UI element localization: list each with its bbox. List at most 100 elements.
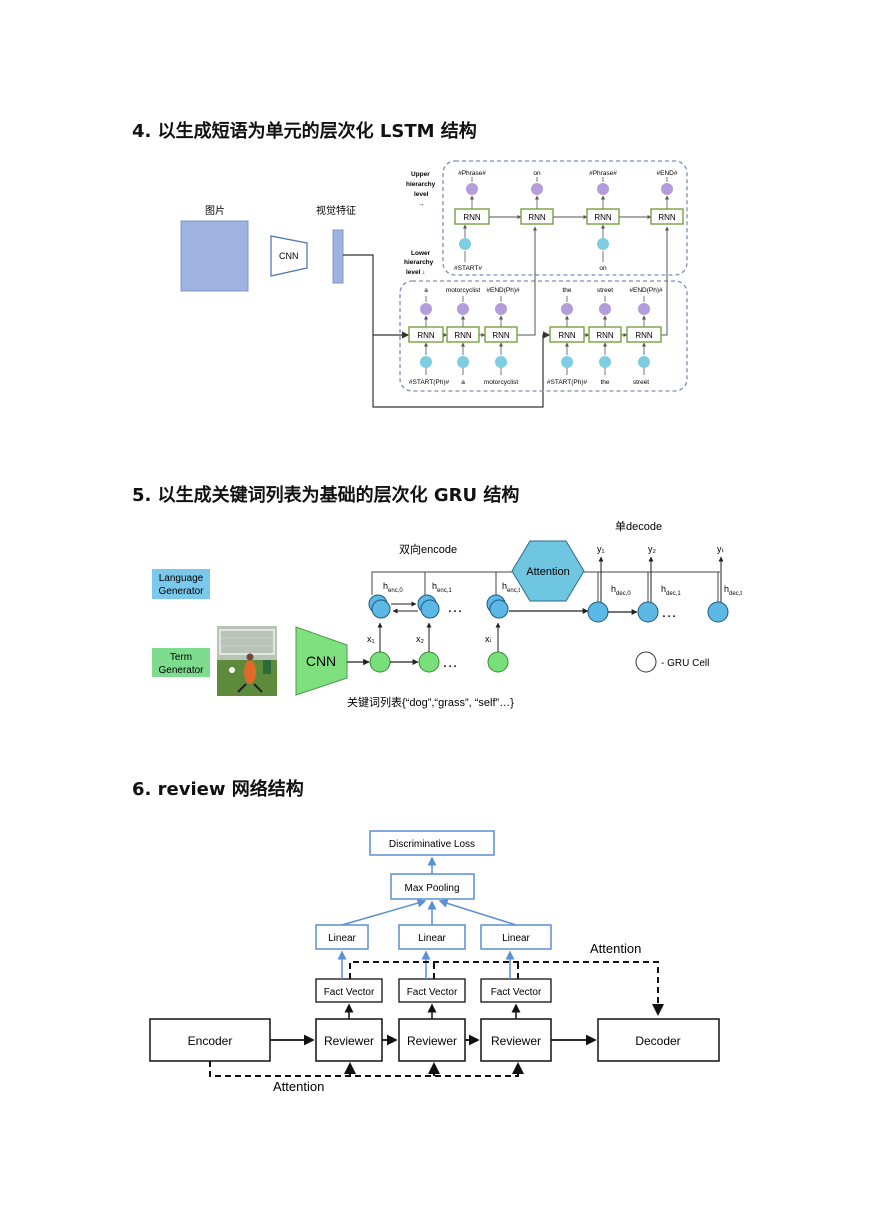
language-generator-line2: Generator xyxy=(158,586,204,597)
lower-label-2: hierarchy xyxy=(404,259,434,266)
section-heading-5: 5. 以生成关键词列表为基础的层次化 GRU 结构 xyxy=(132,485,520,506)
fact-vector-label-2: Fact Vector xyxy=(407,987,458,998)
term-generator-line1: Term xyxy=(170,652,192,663)
lower-rnn-6-label: RNN xyxy=(635,331,653,340)
lower-label-1: Lower xyxy=(411,250,431,257)
reviewer-label-3: Reviewer xyxy=(491,1034,541,1048)
term-generator-line2: Generator xyxy=(158,665,204,676)
upper-label-1: Upper xyxy=(411,171,430,178)
lower-output-4: the xyxy=(562,287,571,294)
lower-output-node-4 xyxy=(561,303,573,315)
x-label-1: x₁ xyxy=(367,634,375,644)
attention-bottom-path xyxy=(209,1061,524,1077)
lower-output-node-1 xyxy=(420,303,432,315)
x-label-3: xᵢ xyxy=(485,634,491,644)
reviewer-label-2: Reviewer xyxy=(407,1034,457,1048)
y-label-t: yₜ xyxy=(717,544,725,554)
input-photo xyxy=(217,626,277,696)
gru-cell-legend-icon xyxy=(635,651,657,673)
image-label: 图片 xyxy=(205,204,225,217)
decoder-cell-0 xyxy=(587,601,609,623)
fact-vector-box-2 xyxy=(398,978,466,1003)
upper-rnn-row: RNN RNN RNN RNN #Phrase# on #Phrase# #EN… xyxy=(454,170,684,272)
encoder-cells xyxy=(368,594,509,619)
y-label-2: y₂ xyxy=(648,544,657,554)
lower-input-4: #START(Ph)# xyxy=(547,379,588,386)
upper-rnn-2-label: RNN xyxy=(528,213,546,222)
lower-input-node-6 xyxy=(638,356,650,368)
lower-rnn-2-label: RNN xyxy=(454,331,472,340)
lower-output-node-3 xyxy=(495,303,507,315)
encoder-top-line xyxy=(371,571,720,595)
lower-rnn-5-label: RNN xyxy=(596,331,614,340)
lower-input-node-4 xyxy=(561,356,573,368)
lower-output-node-2 xyxy=(457,303,469,315)
lower-output-node-6 xyxy=(638,303,650,315)
attention-top-path xyxy=(349,961,664,1016)
linear-box-3 xyxy=(480,924,552,950)
section-heading-6: 6. review 网络结构 xyxy=(132,779,304,800)
fact-vector-box-3 xyxy=(480,978,552,1003)
decoder-box xyxy=(597,1018,720,1062)
term-gru-cell-1 xyxy=(369,651,391,673)
upper-input-1: #START# xyxy=(454,265,482,272)
h-enc-t: henc,t xyxy=(502,581,520,594)
lower-rnn-4-label: RNN xyxy=(558,331,576,340)
h-dec-1: hdec,1 xyxy=(661,584,681,597)
linear-label-1: Linear xyxy=(328,933,356,944)
x-label-2: x₂ xyxy=(416,634,425,644)
term-gru-cell-3 xyxy=(487,651,509,673)
lower-rnn-1-label: RNN xyxy=(417,331,435,340)
lower-output-6: #END(Ph)# xyxy=(629,287,663,294)
section-heading-4: 4. 以生成短语为单元的层次化 LSTM 结构 xyxy=(132,121,477,142)
feature-to-phrase2-arrow xyxy=(372,331,551,408)
upper-label-3: level xyxy=(414,191,429,198)
gru-cell-legend-label: - GRU Cell xyxy=(661,658,709,669)
figure-hierarchical-lstm: 图片 CNN 视觉特征 Upper hierarchy level → Lowe… xyxy=(180,160,688,408)
cnn-label: CNN xyxy=(279,251,299,261)
linear-box-2 xyxy=(398,924,466,950)
upper-input-2: on xyxy=(599,265,607,272)
cnn-trapezoid xyxy=(270,235,308,277)
upper-rnn-1-label: RNN xyxy=(463,213,481,222)
upper-label-2: hierarchy xyxy=(406,181,436,188)
decoder-label: Decoder xyxy=(635,1034,680,1048)
lower-input-node-1 xyxy=(420,356,432,368)
feature-to-lower-arrow xyxy=(343,254,410,339)
term-gru-cell-2 xyxy=(418,651,440,673)
attention-hexagon xyxy=(511,540,585,602)
lower-input-node-3 xyxy=(495,356,507,368)
upper-output-node-3 xyxy=(597,183,609,195)
lower-rnn-3-label: RNN xyxy=(492,331,510,340)
h-dec-0: hdec,0 xyxy=(611,584,631,597)
upper-rnn-3-label: RNN xyxy=(594,213,612,222)
image-box xyxy=(180,220,249,292)
single-decode-label: 单decode xyxy=(615,520,662,533)
upper-output-1: #Phrase# xyxy=(458,170,486,177)
language-generator-line1: Language xyxy=(159,573,204,584)
h-dec-t: hdec,t xyxy=(724,584,742,597)
language-generator-box xyxy=(152,569,210,599)
upper-output-4: #END# xyxy=(657,170,678,177)
lower-output-node-5 xyxy=(599,303,611,315)
decoder-dots: … xyxy=(661,604,677,621)
visual-feature-bar xyxy=(332,229,344,284)
lower-input-1: #START(Ph)# xyxy=(409,379,450,386)
attention-top-label: Attention xyxy=(590,941,641,956)
lower-input-6: street xyxy=(633,379,649,386)
upper-level-container xyxy=(442,160,688,276)
lower-to-upper-arrow-2 xyxy=(661,226,669,336)
figure-hierarchical-gru: 单decode 双向encode Language Generator Term… xyxy=(152,520,742,709)
keyword-list-label: 关键词列表{“dog”,“grass”, “self”…} xyxy=(347,695,514,709)
cnn-block-label: CNN xyxy=(306,653,336,669)
decoder-cell-t xyxy=(707,601,729,623)
lower-input-node-2 xyxy=(457,356,469,368)
attention-label: Attention xyxy=(526,566,569,578)
upper-output-node-1 xyxy=(466,183,478,195)
y-label-1: y₁ xyxy=(597,544,605,554)
lower-input-3: motorcyclist xyxy=(484,379,519,386)
fact-vector-label-1: Fact Vector xyxy=(324,987,375,998)
h-enc-0: henc,0 xyxy=(383,581,403,594)
reviewer-box-2 xyxy=(398,1018,466,1062)
lower-input-node-5 xyxy=(599,356,611,368)
